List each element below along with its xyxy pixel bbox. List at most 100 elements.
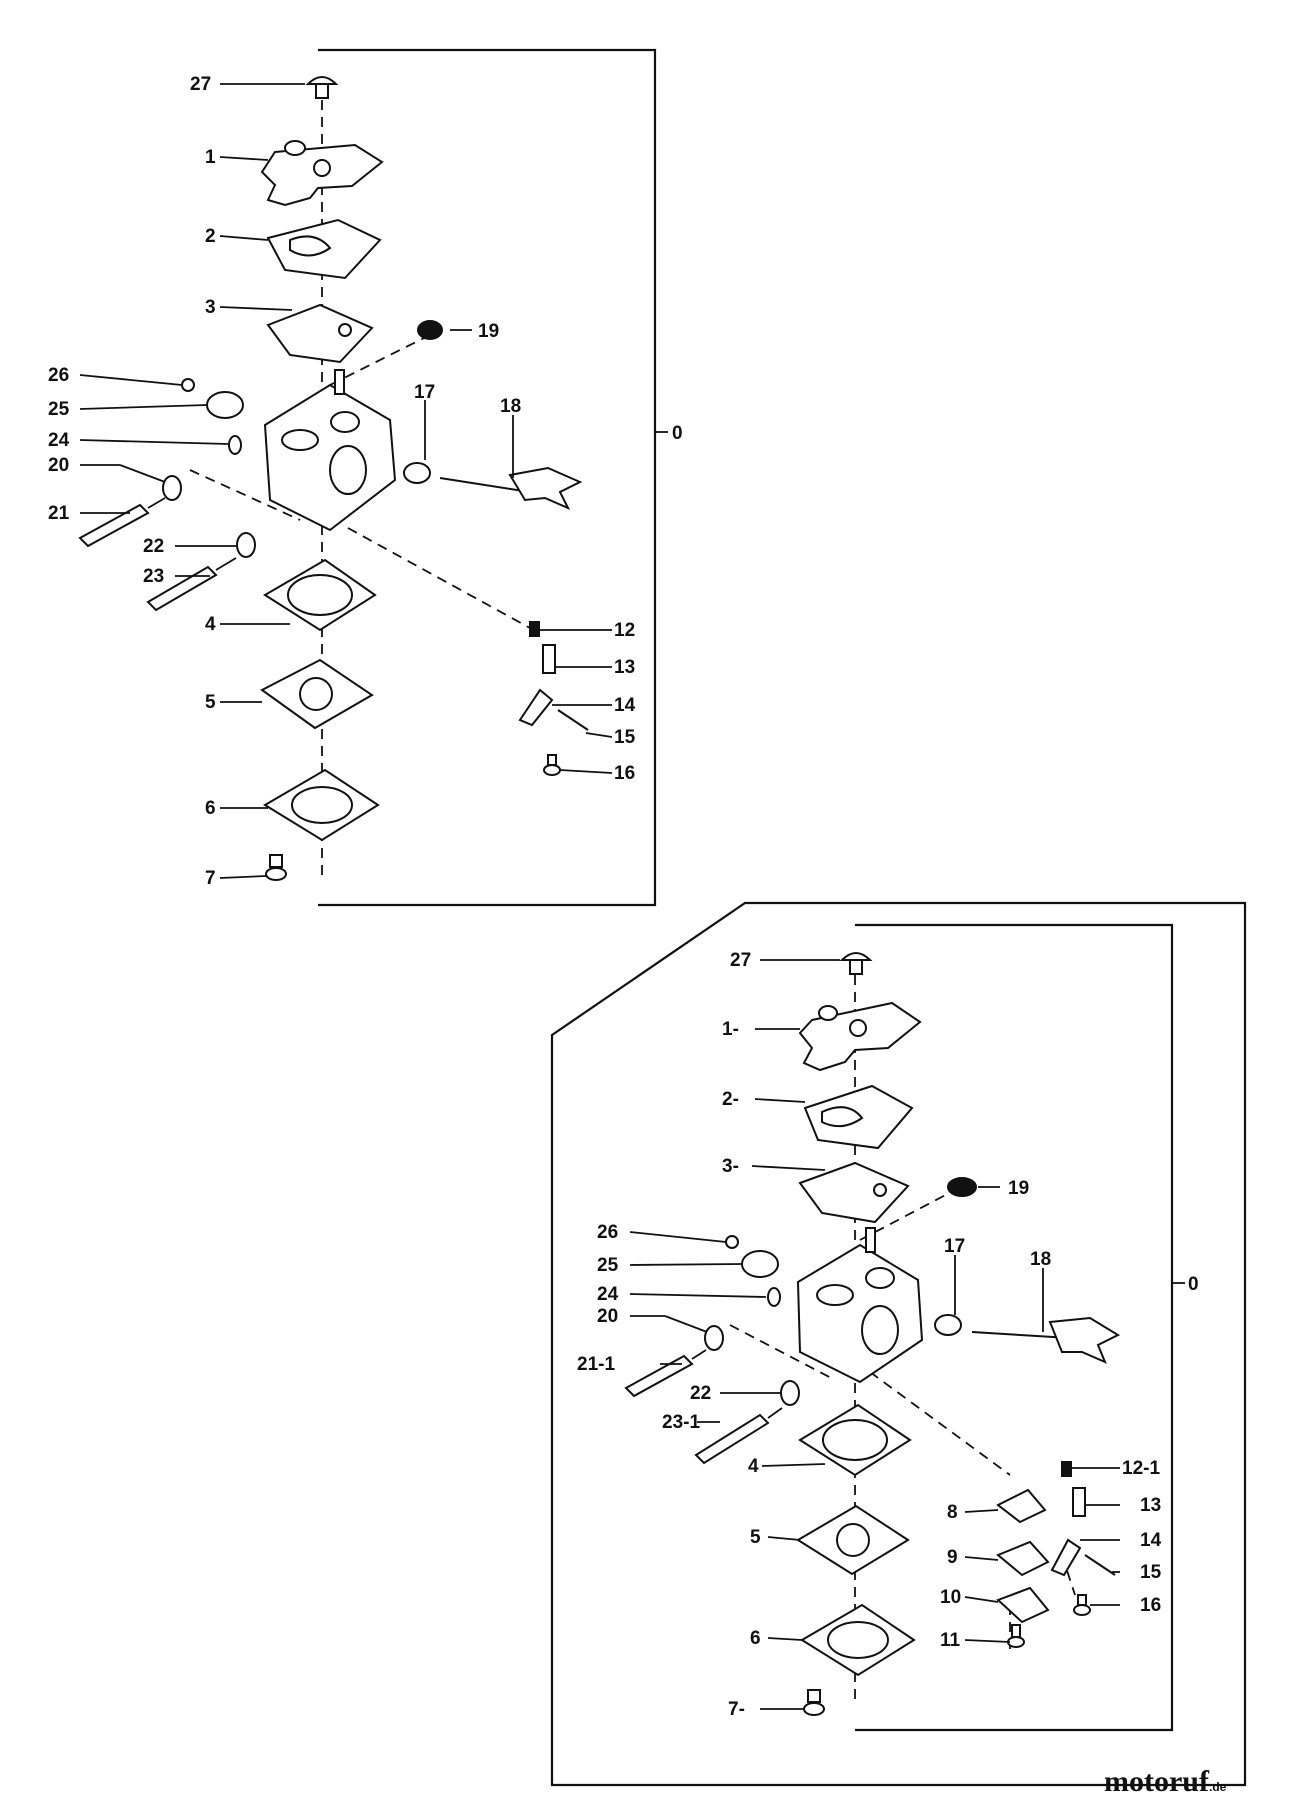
part-26-screw	[725, 1235, 739, 1249]
part-23-needle	[146, 557, 237, 612]
assembly-2-callouts: 27 1- 2- 3- 19 26 25 17 18 24 20 21-1 22…	[577, 950, 1162, 1720]
assembly-2: 0	[550, 901, 1247, 1787]
callout: 14	[614, 695, 636, 716]
callout: 19	[478, 321, 499, 342]
callout: 7-	[728, 1699, 745, 1720]
part-1-pump-cover	[798, 1001, 922, 1072]
assembly-1-bracket	[318, 48, 657, 907]
part-4-gasket	[798, 1403, 912, 1477]
callout: 2	[205, 226, 216, 247]
callout: 17	[414, 382, 435, 403]
part-17-spring	[934, 1314, 962, 1336]
callout: 22	[690, 1383, 711, 1404]
part-13-needle-valve	[1072, 1487, 1086, 1517]
part-6-cover	[800, 1603, 916, 1677]
part-17-spring	[403, 462, 431, 484]
watermark-brand: motoruf	[1104, 1765, 1209, 1798]
part-26-screw	[181, 378, 195, 392]
part-6-cover	[263, 768, 380, 842]
part-24-ring	[228, 435, 242, 455]
assembly-1: 0	[48, 48, 683, 907]
callout: 5	[205, 692, 216, 713]
callout: 23	[143, 566, 164, 587]
part-carburetor-body	[263, 369, 397, 532]
part-25-plate	[206, 391, 244, 419]
part-18-throttle-shaft	[439, 466, 583, 511]
callout: 26	[597, 1222, 618, 1243]
part-23-1-needle	[694, 1407, 783, 1465]
part-16-screw	[1073, 1594, 1091, 1616]
callout: 19	[1008, 1178, 1029, 1199]
callout: 25	[597, 1255, 619, 1276]
callout: 25	[48, 399, 70, 420]
callout: 27	[730, 950, 751, 971]
part-14-lever	[1050, 1538, 1082, 1577]
part-18-throttle-shaft	[971, 1316, 1121, 1364]
assembly-2-label: 0	[1188, 1274, 1199, 1295]
callout: 18	[1030, 1249, 1051, 1270]
part-4-gasket	[263, 558, 377, 632]
part-20-spring	[704, 1325, 724, 1351]
part-15-pin	[557, 709, 589, 731]
part-22-spring	[780, 1380, 800, 1406]
watermark-logo: motoruf.de	[1104, 1765, 1226, 1799]
part-3-pump-diaphragm	[266, 303, 374, 364]
callout: 20	[48, 455, 69, 476]
callout: 24	[597, 1284, 619, 1305]
callout: 3-	[722, 1156, 739, 1177]
callout: 6	[205, 798, 216, 819]
callout: 13	[614, 657, 635, 678]
part-carburetor-body	[796, 1227, 924, 1384]
callout: 26	[48, 365, 69, 386]
part-14-lever	[518, 688, 554, 727]
assembly-1-callouts: 27 1 2 3 19 26 25 17 18 24 20 21 22 23 4…	[48, 74, 636, 889]
callout: 18	[500, 396, 521, 417]
callout: 15	[1140, 1562, 1162, 1583]
part-27-screw	[305, 76, 339, 99]
part-24-ring	[767, 1287, 781, 1307]
part-1-pump-cover	[260, 140, 384, 207]
part-7-screw	[265, 854, 287, 881]
part-19-spring	[947, 1177, 977, 1197]
part-12-1-spring	[1061, 1461, 1072, 1477]
assembly-2-bracket	[855, 923, 1174, 1732]
part-5-metering-diaphragm	[796, 1504, 910, 1576]
callout: 22	[143, 536, 164, 557]
watermark-suffix: .de	[1208, 1780, 1227, 1794]
callout: 27	[190, 74, 211, 95]
part-2-gasket	[266, 218, 382, 280]
callout: 6	[750, 1628, 761, 1649]
callout: 10	[940, 1587, 961, 1608]
callout: 23-1	[662, 1412, 700, 1433]
callout: 4	[205, 614, 216, 635]
callout: 11	[940, 1630, 961, 1651]
part-3-pump-diaphragm	[798, 1161, 910, 1224]
callout: 21	[48, 503, 70, 524]
part-10-plate	[996, 1586, 1050, 1624]
callout: 1	[205, 147, 216, 168]
callout: 12	[614, 620, 635, 641]
part-8-plate	[996, 1488, 1047, 1524]
callout: 20	[597, 1306, 618, 1327]
part-21-needle	[78, 497, 166, 548]
callout: 21-1	[577, 1354, 615, 1375]
part-2-gasket	[803, 1084, 914, 1150]
assembly-2-outer-frame	[550, 901, 1247, 1787]
part-20-spring	[162, 475, 182, 501]
callout: 2-	[722, 1089, 739, 1110]
callout: 3	[205, 297, 216, 318]
callout: 16	[614, 763, 635, 784]
part-19-spring	[417, 320, 443, 340]
callout: 13	[1140, 1495, 1161, 1516]
assembly-2-leaders	[629, 959, 1120, 1710]
callout: 8	[947, 1502, 958, 1523]
part-21-1-needle	[624, 1349, 707, 1398]
callout: 17	[944, 1236, 965, 1257]
part-9-plate	[996, 1540, 1050, 1577]
callout: 12-1	[1122, 1458, 1160, 1479]
callout: 15	[614, 727, 636, 748]
part-22-spring	[236, 532, 256, 558]
callout: 4	[748, 1456, 759, 1477]
part-27-screw	[839, 952, 873, 975]
assembly-1-label: 0	[672, 423, 683, 444]
